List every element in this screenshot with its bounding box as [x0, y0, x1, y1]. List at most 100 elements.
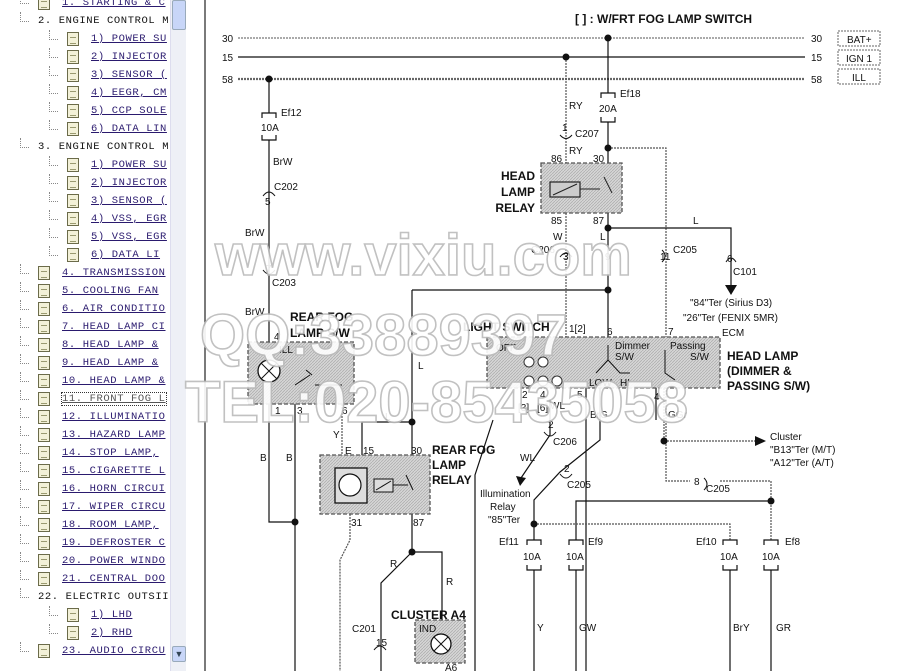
tree-item[interactable]: 5) CCP SOLE [67, 102, 167, 120]
tree-item-label[interactable]: 3. ENGINE CONTROL M [38, 141, 170, 153]
tree-item[interactable]: 2) INJECTOR [67, 174, 167, 192]
wire-label: [3] [518, 403, 529, 414]
tree-item-label[interactable]: 11. FRONT FOG L [61, 392, 167, 406]
tree-item-label[interactable]: 6) DATA LIN [91, 123, 167, 135]
tree-item[interactable]: 12. ILLUMINATIO [38, 408, 166, 426]
tree-item-label[interactable]: 3) SENSOR ( [91, 69, 167, 81]
tree-item[interactable]: 21. CENTRAL DOO [38, 570, 166, 588]
wire-label: ILL [279, 345, 293, 356]
tree-item[interactable]: 10. HEAD LAMP & [38, 372, 166, 390]
tree-item[interactable]: 1) LHD [67, 606, 132, 624]
tree-item[interactable]: 5. COOLING FAN [38, 282, 159, 300]
tree-item-label[interactable]: 4) VSS, EGR [91, 213, 167, 225]
scroll-down-button[interactable]: ▼ [172, 646, 186, 662]
wire-label: 2 [564, 464, 570, 475]
tree-item-label[interactable]: 1) LHD [91, 609, 133, 621]
wire-label: 20A [599, 104, 617, 115]
tree-item[interactable]: 9. HEAD LAMP & [38, 354, 159, 372]
wire-label: S/W [690, 352, 709, 363]
wire-label: Ef10 [696, 537, 717, 548]
tree-item-label[interactable]: 5) CCP SOLE [91, 105, 167, 117]
tree-item-label[interactable]: 19. DEFROSTER C [62, 537, 166, 549]
tree-item-label[interactable]: 4. TRANSMISSION [62, 267, 166, 279]
tree-item-label[interactable]: 22. ELECTRIC OUTSII [38, 591, 170, 603]
tree-item-label[interactable]: 10. HEAD LAMP & [62, 375, 166, 387]
document-icon [67, 230, 79, 244]
tree-connector [20, 588, 29, 598]
tree-item[interactable]: 20. POWER WINDO [38, 552, 166, 570]
tree-item-label[interactable]: 14. STOP LAMP, [62, 447, 159, 459]
tree-item-label[interactable]: 5. COOLING FAN [62, 285, 159, 297]
tree-item-label[interactable]: 1) POWER SU [91, 33, 167, 45]
head-lamp-sw-label: (DIMMER & [727, 364, 792, 378]
tree-connector [20, 138, 29, 148]
document-icon [38, 266, 50, 280]
tree-item[interactable]: 5) VSS, EGR [67, 228, 167, 246]
tree-item[interactable]: 3) SENSOR ( [67, 192, 167, 210]
tree-item[interactable]: 4. TRANSMISSION [38, 264, 166, 282]
tree-scrollbar[interactable]: ▼ [170, 0, 187, 671]
tree-item-label[interactable]: 18. ROOM LAMP, [62, 519, 159, 531]
tree-item-label[interactable]: 21. CENTRAL DOO [62, 573, 166, 585]
tree-item[interactable]: 3. ENGINE CONTROL M [38, 138, 169, 156]
tree-item[interactable]: 2. ENGINE CONTROL M [38, 12, 169, 30]
tree-item-label[interactable]: 2) INJECTOR [91, 177, 167, 189]
tree-item[interactable]: 22. ELECTRIC OUTSII [38, 588, 169, 606]
tree-item[interactable]: 1) POWER SU [67, 30, 167, 48]
tree-item-label[interactable]: 20. POWER WINDO [62, 555, 166, 567]
tree-item[interactable]: 16. HORN CIRCUI [38, 480, 166, 498]
tree-item[interactable]: 4) VSS, EGR [67, 210, 167, 228]
tree-item[interactable]: 1. STARTING & C [38, 0, 166, 12]
tree-item[interactable]: 3) SENSOR ( [67, 66, 167, 84]
wire-labels: 301558301558Ef1210ABrWC2025BrW7C203BrW4I… [222, 34, 835, 671]
tree-item-label[interactable]: 1. STARTING & C [62, 0, 166, 9]
splitter[interactable] [186, 0, 204, 671]
tree-item-label[interactable]: 23. AUDIO CIRCU [62, 645, 166, 657]
scrollbar-thumb[interactable] [172, 0, 186, 30]
tag-ill: ILL [852, 73, 866, 84]
tree-item[interactable]: 11. FRONT FOG L [38, 390, 167, 408]
junction-dots [265, 34, 775, 556]
tree-item-label[interactable]: 8. HEAD LAMP & [62, 339, 159, 351]
tree-item[interactable]: 6) DATA LIN [67, 120, 167, 138]
tree-item-label[interactable]: 5) VSS, EGR [91, 231, 167, 243]
tree-item-label[interactable]: 9. HEAD LAMP & [62, 357, 159, 369]
wire-label: IND [419, 624, 436, 635]
tree-item-label[interactable]: 2) INJECTOR [91, 51, 167, 63]
tree-item[interactable]: 15. CIGARETTE L [38, 462, 166, 480]
tree-item-label[interactable]: 15. CIGARETTE L [62, 465, 166, 477]
tree-item[interactable]: 17. WIPER CIRCU [38, 498, 166, 516]
tree-item-label[interactable]: 6) DATA LI [91, 249, 161, 261]
tree-item[interactable]: 1) POWER SU [67, 156, 167, 174]
tree-item-label[interactable]: 13. HAZARD LAMP [62, 429, 166, 441]
tree-item[interactable]: 18. ROOM LAMP, [38, 516, 159, 534]
document-icon [38, 374, 50, 388]
tree-item-label[interactable]: 12. ILLUMINATIO [62, 411, 166, 423]
tree-item[interactable]: 2) INJECTOR [67, 48, 167, 66]
tree-connector [20, 426, 29, 436]
document-icon [67, 608, 79, 622]
tree-item[interactable]: 8. HEAD LAMP & [38, 336, 159, 354]
tree-item-label[interactable]: 3) SENSOR ( [91, 195, 167, 207]
tree-item[interactable]: 7. HEAD LAMP CI [38, 318, 166, 336]
tree-item[interactable]: 23. AUDIO CIRCU [38, 642, 166, 660]
tree-item-label[interactable]: 6. AIR CONDITIO [62, 303, 166, 315]
tree-item[interactable]: 6. AIR CONDITIO [38, 300, 166, 318]
tree-item-label[interactable]: 4) EEGR, CM [91, 87, 167, 99]
tree-item[interactable]: 6) DATA LI [67, 246, 160, 264]
tree-item-label[interactable]: 2) RHD [91, 627, 133, 639]
tree-item[interactable]: 4) EEGR, CM [67, 84, 167, 102]
wire-label: 2 [522, 390, 528, 401]
tree-item[interactable]: 2) RHD [67, 624, 132, 642]
tree-item-label[interactable]: 7. HEAD LAMP CI [62, 321, 166, 333]
wire-label: BrY [733, 623, 750, 634]
tree-item-label[interactable]: 1) POWER SU [91, 159, 167, 171]
tree-item-label[interactable]: 16. HORN CIRCUI [62, 483, 166, 495]
tree-item[interactable]: 13. HAZARD LAMP [38, 426, 166, 444]
tree-item[interactable]: 14. STOP LAMP, [38, 444, 159, 462]
tree-item[interactable]: 19. DEFROSTER C [38, 534, 166, 552]
tree-item-label[interactable]: 2. ENGINE CONTROL M [38, 15, 170, 27]
tree-item-label[interactable]: 17. WIPER CIRCU [62, 501, 166, 513]
tree-connector [20, 12, 29, 22]
